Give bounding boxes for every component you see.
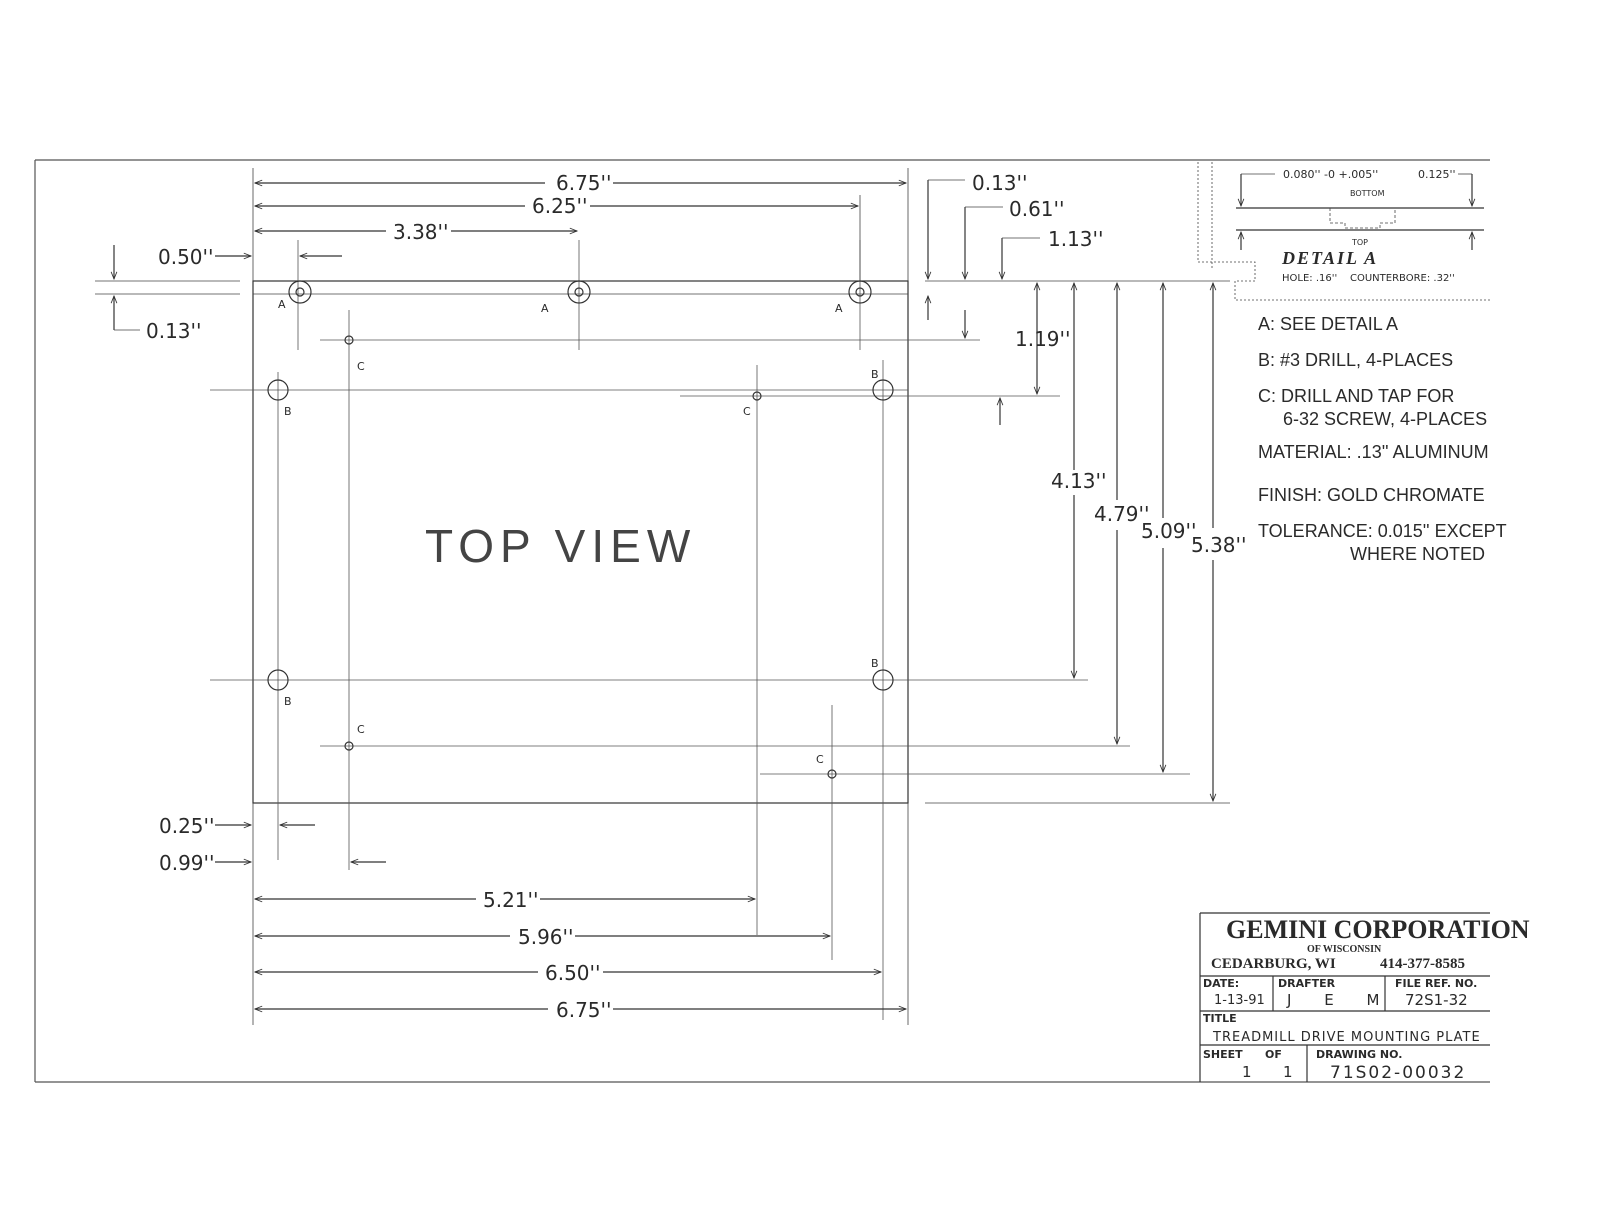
dim-a-mid: 3.38'' [393, 220, 449, 244]
hole-b-bottom-right [872, 669, 894, 691]
detail-a-total: 0.125'' [1418, 168, 1456, 181]
hole-b-bottom-left [267, 669, 289, 691]
label-b: B [871, 368, 879, 381]
dim-top-overall: 6.75'' [556, 171, 612, 195]
date-value: 1-13-91 [1214, 993, 1265, 1008]
dim-a-span: 6.25'' [532, 194, 588, 218]
detail-a-bottom: BOTTOM [1350, 189, 1385, 198]
label-a: A [278, 298, 286, 311]
label-a: A [541, 302, 549, 315]
drafter-label: DRAFTER [1278, 977, 1336, 990]
dim-right-top-b: 1.13'' [1048, 227, 1104, 251]
detail-a-hole: HOLE: .16'' [1282, 273, 1337, 284]
dim-521: 5.21'' [483, 888, 539, 912]
hole-c-bottom-right [827, 769, 837, 779]
hole-c-top-left [344, 335, 354, 345]
label-b: B [284, 695, 292, 708]
top-dimensions: 6.75'' 6.25'' 3.38'' 0.50'' 0.13'' [110, 171, 908, 343]
bottom-dimensions: 5.21'' 5.96'' 6.50'' 6.75'' [253, 888, 908, 1022]
hole-a-left [288, 280, 312, 304]
dim-596: 5.96'' [518, 925, 574, 949]
holes [267, 280, 894, 779]
dim-c-vertical: 1.19'' [1015, 327, 1071, 351]
detail-a-title: DETAIL A [1281, 248, 1378, 268]
hole-letters: A A A B B B B C C C C [278, 298, 879, 766]
label-c: C [357, 723, 365, 736]
title-block: GEMINI CORPORATION OF WISCONSIN CEDARBUR… [1199, 912, 1530, 1083]
note-tolerance-line1: TOLERANCE: 0.015'' EXCEPT [1258, 521, 1507, 541]
label-c: C [357, 360, 365, 373]
label-c: C [816, 753, 824, 766]
hole-b-top-right [872, 379, 894, 401]
sheet-border [34, 159, 1490, 1083]
note-material: MATERIAL: .13'' ALUMINUM [1258, 442, 1489, 462]
detail-a: 0.080'' -0 +.005'' 0.125'' BOTTOM TOP DE… [1197, 162, 1490, 301]
label-c: C [743, 405, 751, 418]
note-c-line2: 6-32 SCREW, 4-PLACES [1283, 409, 1487, 429]
note-b: B: #3 DRILL, 4-PLACES [1258, 350, 1453, 370]
vertical-dimensions: 4.13'' 4.79'' 5.09'' 5.38'' [1051, 281, 1247, 803]
company-phone: 414-377-8585 [1380, 956, 1465, 972]
center-lines [210, 240, 1190, 1020]
sheet-value: 1 [1242, 1063, 1252, 1081]
dim-479: 4.79'' [1094, 502, 1150, 526]
hole-c-bottom-left [344, 741, 354, 751]
note-tolerance-line2: WHERE NOTED [1350, 544, 1485, 564]
view-label: TOP VIEW [425, 520, 696, 572]
bottom-left-dimensions: 0.25'' 0.99'' [159, 814, 386, 875]
drafter-value: J E M [1286, 991, 1393, 1009]
hole-c-top-right [752, 391, 762, 401]
file-ref-value: 72S1-32 [1405, 991, 1468, 1009]
dim-413: 4.13'' [1051, 469, 1107, 493]
detail-a-thickness: 0.080'' -0 +.005'' [1283, 168, 1378, 181]
company-city: CEDARBURG, WI [1211, 956, 1336, 972]
right-top-dimensions: 0.13'' 0.61'' 1.13'' 1.19'' [924, 171, 1104, 425]
dim-675-bottom: 6.75'' [556, 998, 612, 1022]
dim-right-top-c: 0.61'' [1009, 197, 1065, 221]
title-label: TITLE [1203, 1012, 1237, 1025]
date-label: DATE: [1203, 977, 1239, 990]
label-a: A [835, 302, 843, 315]
drawing-no-value: 71S02-00032 [1330, 1063, 1466, 1083]
sheet-label: SHEET [1203, 1048, 1243, 1061]
extension-lines [95, 168, 1230, 1025]
of-label: OF [1265, 1048, 1282, 1061]
note-a: A: SEE DETAIL A [1258, 314, 1398, 334]
hole-b-top-left [267, 379, 289, 401]
label-b: B [871, 657, 879, 670]
dim-left-a-from-edge: 0.13'' [146, 319, 202, 343]
label-b: B [284, 405, 292, 418]
note-c-line1: C: DRILL AND TAP FOR [1258, 386, 1454, 406]
file-ref-label: FILE REF. NO. [1395, 977, 1477, 990]
dim-left-c-offset: 0.99'' [159, 851, 215, 875]
dim-left-a-offset: 0.50'' [158, 245, 214, 269]
notes: A: SEE DETAIL A B: #3 DRILL, 4-PLACES C:… [1258, 314, 1507, 564]
dim-right-top-a: 0.13'' [972, 171, 1028, 195]
drawing-title: TREADMILL DRIVE MOUNTING PLATE [1212, 1030, 1481, 1045]
dim-650: 6.50'' [545, 961, 601, 985]
detail-a-counterbore: COUNTERBORE: .32'' [1350, 273, 1455, 284]
dim-509: 5.09'' [1141, 519, 1197, 543]
note-finish: FINISH: GOLD CHROMATE [1258, 485, 1485, 505]
of-value: 1 [1283, 1063, 1293, 1081]
dim-538: 5.38'' [1191, 533, 1247, 557]
company-state: OF WISCONSIN [1307, 944, 1382, 955]
drawing-no-label: DRAWING NO. [1316, 1048, 1402, 1061]
detail-a-top: TOP [1351, 238, 1368, 247]
dim-left-b-offset: 0.25'' [159, 814, 215, 838]
company-name: GEMINI CORPORATION [1226, 915, 1530, 944]
hole-a-middle [567, 280, 591, 304]
